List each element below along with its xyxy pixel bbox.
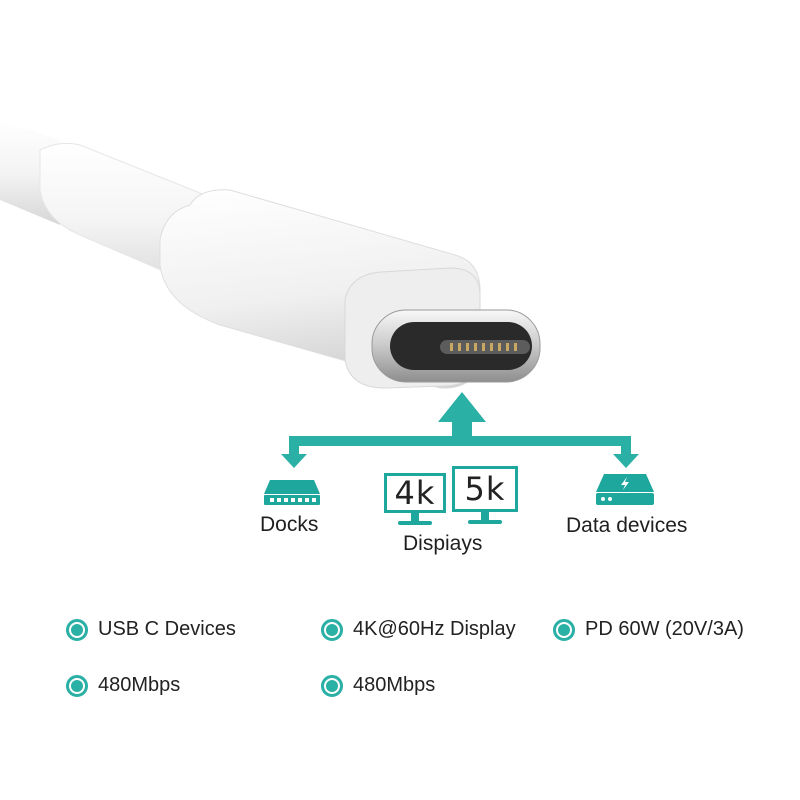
feature-text: 480Mbps: [98, 674, 181, 696]
up-arrow-icon: [438, 392, 486, 442]
bullet-icon: [321, 618, 343, 641]
feature-item: USB C Devices: [66, 618, 236, 641]
feature-text: 480Mbps: [353, 674, 436, 696]
monitor-4k-icon: 4k: [384, 473, 446, 525]
monitor-5k-icon: 5k: [452, 466, 518, 524]
right-down-arrow-icon: [613, 454, 639, 468]
branch-bar: [289, 436, 631, 446]
feature-text: 4K@60Hz Display: [353, 618, 516, 640]
displays-label: Dispiays: [403, 532, 483, 555]
dock-icon: [264, 480, 320, 505]
usb-c-pins: [450, 343, 517, 351]
bullet-icon: [553, 618, 575, 641]
feature-text: PD 60W (20V/3A): [585, 618, 744, 640]
connection-arrows: [281, 392, 639, 468]
bullet-icon: [66, 674, 88, 697]
feature-item: 480Mbps: [321, 674, 435, 697]
left-down-arrow-icon: [281, 454, 307, 468]
feature-item: 4K@60Hz Display: [321, 618, 516, 641]
monitor-5k-text: 5k: [452, 466, 518, 512]
lightning-icon: [621, 477, 629, 490]
usb-c-cable-image: [0, 120, 541, 389]
bullet-icon: [321, 674, 343, 697]
feature-text: USB C Devices: [98, 618, 236, 640]
data-devices-label: Data devices: [566, 514, 688, 537]
hard-drive-icon: [596, 474, 654, 505]
feature-item: PD 60W (20V/3A): [553, 618, 744, 641]
docks-label: Docks: [260, 513, 319, 536]
bullet-icon: [66, 618, 88, 641]
monitor-4k-text: 4k: [384, 473, 446, 513]
feature-item: 480Mbps: [66, 674, 180, 697]
